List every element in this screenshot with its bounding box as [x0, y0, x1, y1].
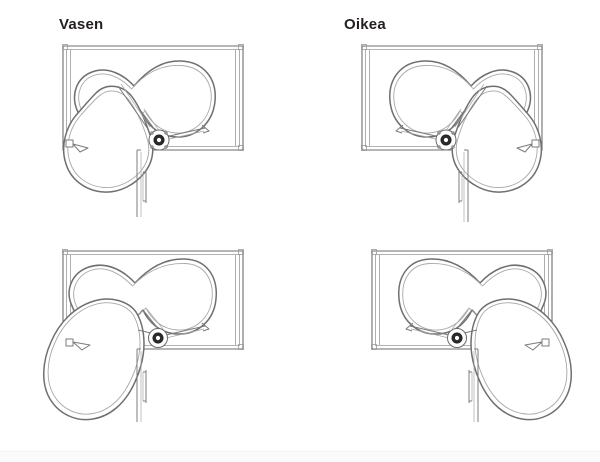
stop-bracket-oikea-full — [524, 338, 550, 351]
swing-arms-oikea-full — [405, 307, 478, 339]
panel-vasen-full — [0, 231, 300, 462]
swing-arms-vasen-full — [137, 307, 210, 339]
panel-oikea-partial: Oikea — [300, 0, 600, 231]
cabinet-frame — [62, 44, 244, 151]
door-handle-oikea-full — [468, 370, 473, 403]
front-shelf-oikea-partial — [451, 85, 543, 193]
pivot-hub-oikea-full — [447, 328, 467, 348]
pivot-hub-oikea-partial — [435, 129, 457, 151]
panel-vasen-partial: Vasen — [0, 0, 300, 231]
door-panel-vasen-partial — [136, 149, 147, 217]
stop-bracket-vasen-full — [65, 338, 91, 351]
diagram-oikea-partial — [361, 44, 543, 222]
front-shelf-oikea-full — [470, 298, 572, 421]
front-shelf-vasen-partial — [62, 85, 154, 193]
panel-title-vasen: Vasen — [59, 16, 104, 33]
diagram-vasen-partial — [62, 44, 244, 217]
panel-title-oikea: Oikea — [344, 16, 386, 33]
door-panel-oikea-partial — [458, 149, 469, 222]
swing-arms-oikea-partial — [395, 83, 488, 141]
door-panel-vasen-full — [136, 348, 147, 422]
door-handle-vasen-partial — [142, 170, 147, 203]
door-panel-oikea-full — [468, 348, 479, 422]
pivot-hub-vasen-partial — [148, 129, 170, 151]
pivot-hub-vasen-full — [148, 328, 168, 348]
panel-oikea-full — [300, 231, 600, 462]
stop-bracket-oikea-partial — [516, 139, 540, 153]
diagram-oikea-full — [371, 249, 572, 422]
door-handle-vasen-full — [142, 370, 147, 403]
diagram-vasen-full — [43, 249, 244, 422]
front-shelf-vasen-full — [43, 298, 145, 421]
door-handle-oikea-partial — [458, 170, 463, 203]
stop-bracket-vasen-partial — [65, 139, 89, 153]
footer-band — [0, 451, 600, 462]
swing-arms-vasen-partial — [117, 83, 210, 141]
